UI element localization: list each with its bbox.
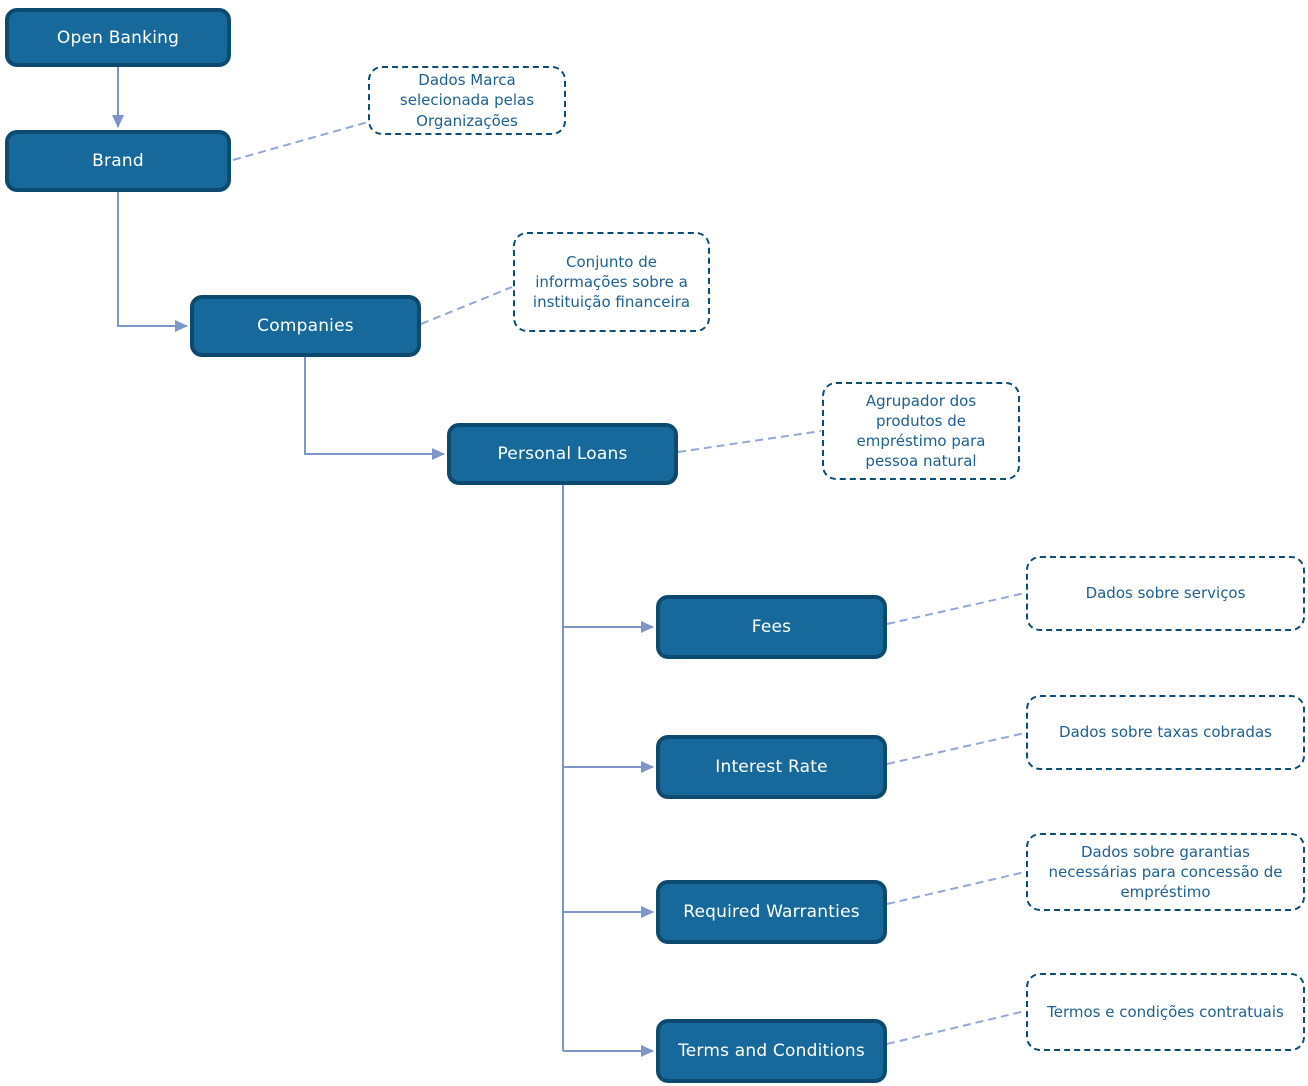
note-terms-and-conditions: Termos e condições contratuais [1026, 973, 1305, 1051]
connector-companies-personalloans [304, 357, 445, 460]
dashed-connector-personalloans-note [677, 430, 822, 453]
node-required-warranties: Required Warranties [656, 880, 887, 944]
node-open-banking: Open Banking [5, 8, 231, 67]
connector-brand-companies [117, 192, 188, 332]
dashed-connector-brand-note [232, 121, 369, 161]
node-brand: Brand [5, 130, 231, 192]
note-fees: Dados sobre serviços [1026, 556, 1305, 631]
dashed-connector-interest-rate-note [886, 732, 1026, 765]
note-required-warranties: Dados sobre garantias necessárias para c… [1026, 833, 1305, 911]
dashed-connector-fees-note [886, 592, 1026, 625]
note-companies: Conjunto de informações sobre a institui… [513, 232, 710, 332]
dashed-connector-companies-note [420, 286, 513, 325]
node-interest-rate: Interest Rate [656, 735, 887, 799]
node-terms-and-conditions: Terms and Conditions [656, 1019, 887, 1083]
dashed-connector-terms-note [886, 1010, 1026, 1045]
node-fees: Fees [656, 595, 887, 659]
note-personal-loans: Agrupador dos produtos de empréstimo par… [822, 382, 1020, 480]
dashed-connector-required-warranties-note [886, 871, 1026, 905]
node-personal-loans: Personal Loans [447, 423, 678, 485]
node-companies: Companies [190, 295, 421, 357]
note-interest-rate: Dados sobre taxas cobradas [1026, 695, 1305, 770]
note-brand: Dados Marca selecionada pelas Organizaçõ… [368, 66, 566, 135]
